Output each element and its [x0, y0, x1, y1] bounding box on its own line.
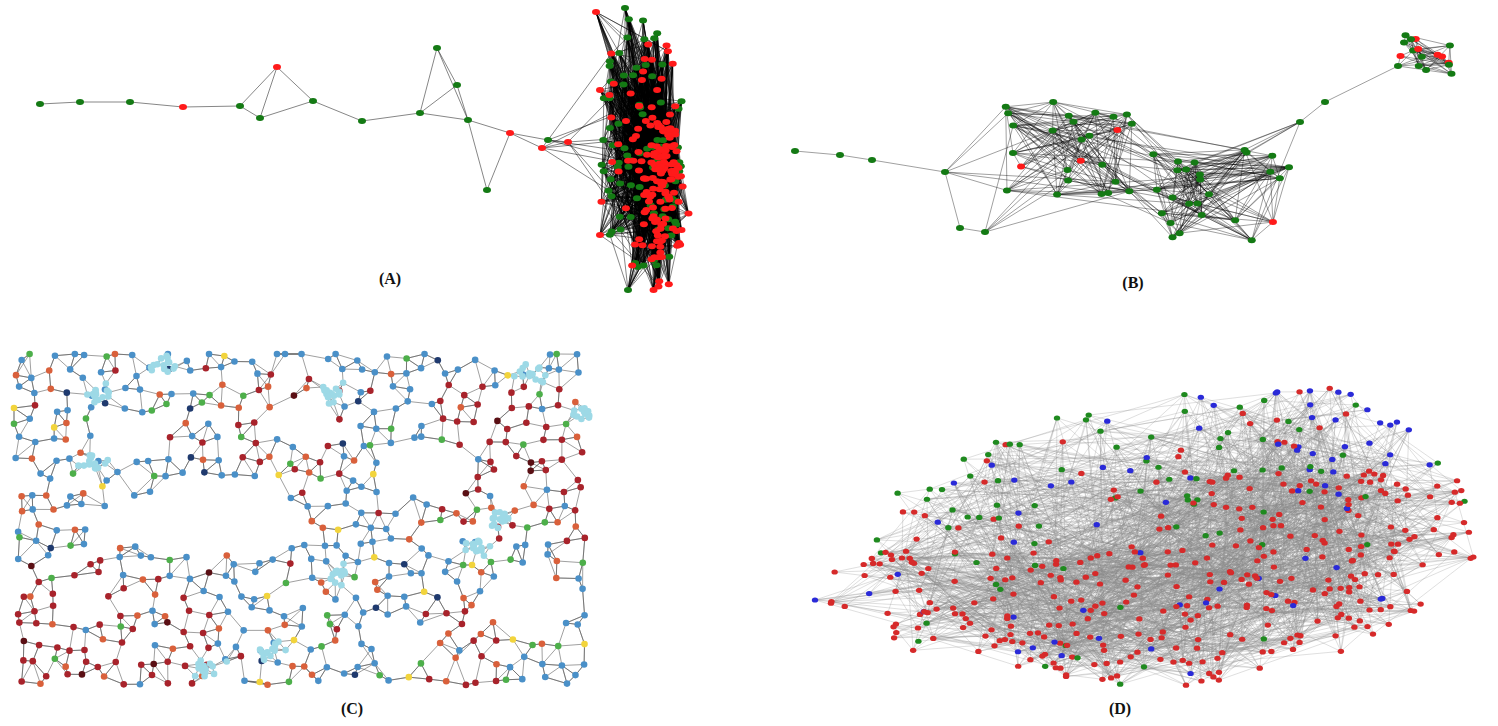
graph-edge — [130, 102, 183, 107]
graph-edge — [313, 101, 362, 121]
graph-edge — [260, 67, 277, 118]
graph-edge — [240, 67, 277, 106]
graph-edge — [183, 106, 240, 107]
graph-edge — [510, 133, 542, 148]
graph-edge — [468, 120, 510, 133]
graph-edge — [468, 120, 487, 190]
graph-edge — [40, 102, 80, 104]
panel-a-graph — [36, 5, 692, 293]
graph-edge — [277, 67, 313, 101]
graph-edge — [420, 48, 437, 113]
graph-edge — [510, 133, 548, 140]
graph-edge — [457, 85, 468, 120]
graph-edge — [362, 113, 420, 121]
graph-edge — [437, 48, 468, 120]
graph-edge — [420, 113, 468, 120]
graph-edge — [260, 101, 313, 118]
graph-edge — [420, 85, 457, 113]
graph-edge — [487, 133, 510, 190]
graph-edge — [437, 48, 457, 85]
